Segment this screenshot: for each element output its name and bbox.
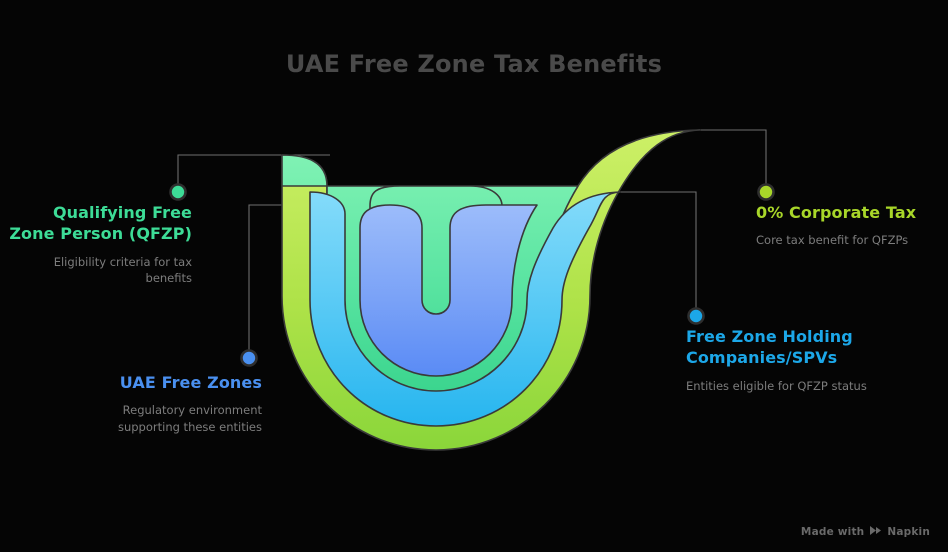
funnel-layer-cyan bbox=[309, 191, 621, 427]
napkin-logo-icon bbox=[869, 525, 882, 538]
watermark[interactable]: Made with Napkin bbox=[801, 525, 930, 538]
callout-holding-companies[interactable]: Free Zone Holding Companies/SPVs Entitie… bbox=[686, 326, 886, 394]
callout-qfzp-description: Eligibility criteria for tax benefits bbox=[53, 254, 192, 285]
connector-tax bbox=[700, 129, 767, 186]
callout-dots bbox=[169, 183, 775, 367]
connector-qfzp bbox=[177, 154, 330, 186]
callout-spv-title: Free Zone Holding Companies/SPVs bbox=[686, 327, 853, 368]
funnel-layer-blue bbox=[359, 204, 538, 377]
callout-qfzp[interactable]: Qualifying Free Zone Person (QFZP) Eligi… bbox=[6, 202, 192, 286]
dot-qfzp[interactable] bbox=[169, 183, 187, 201]
callout-zones-description: Regulatory environment supporting these … bbox=[117, 403, 262, 434]
dot-spv[interactable] bbox=[687, 307, 705, 325]
callout-corporate-tax[interactable]: 0% Corporate Tax Core tax benefit for QF… bbox=[756, 202, 946, 249]
callout-spv-description: Entities eligible for QFZP status bbox=[686, 378, 867, 393]
watermark-brand: Napkin bbox=[887, 525, 930, 538]
callout-tax-description: Core tax benefit for QFZPs bbox=[756, 233, 909, 248]
callout-tax-title: 0% Corporate Tax bbox=[756, 203, 917, 222]
watermark-prefix: Made with bbox=[800, 525, 865, 538]
dot-tax[interactable] bbox=[757, 183, 775, 201]
callout-zones-title: UAE Free Zones bbox=[119, 373, 262, 392]
page-title: UAE Free Zone Tax Benefits bbox=[285, 50, 663, 78]
callout-uae-free-zones[interactable]: UAE Free Zones Regulatory environment su… bbox=[72, 372, 262, 435]
callout-qfzp-title: Qualifying Free Zone Person (QFZP) bbox=[9, 203, 192, 244]
connector-spv bbox=[620, 191, 697, 310]
dot-zones[interactable] bbox=[240, 349, 258, 367]
